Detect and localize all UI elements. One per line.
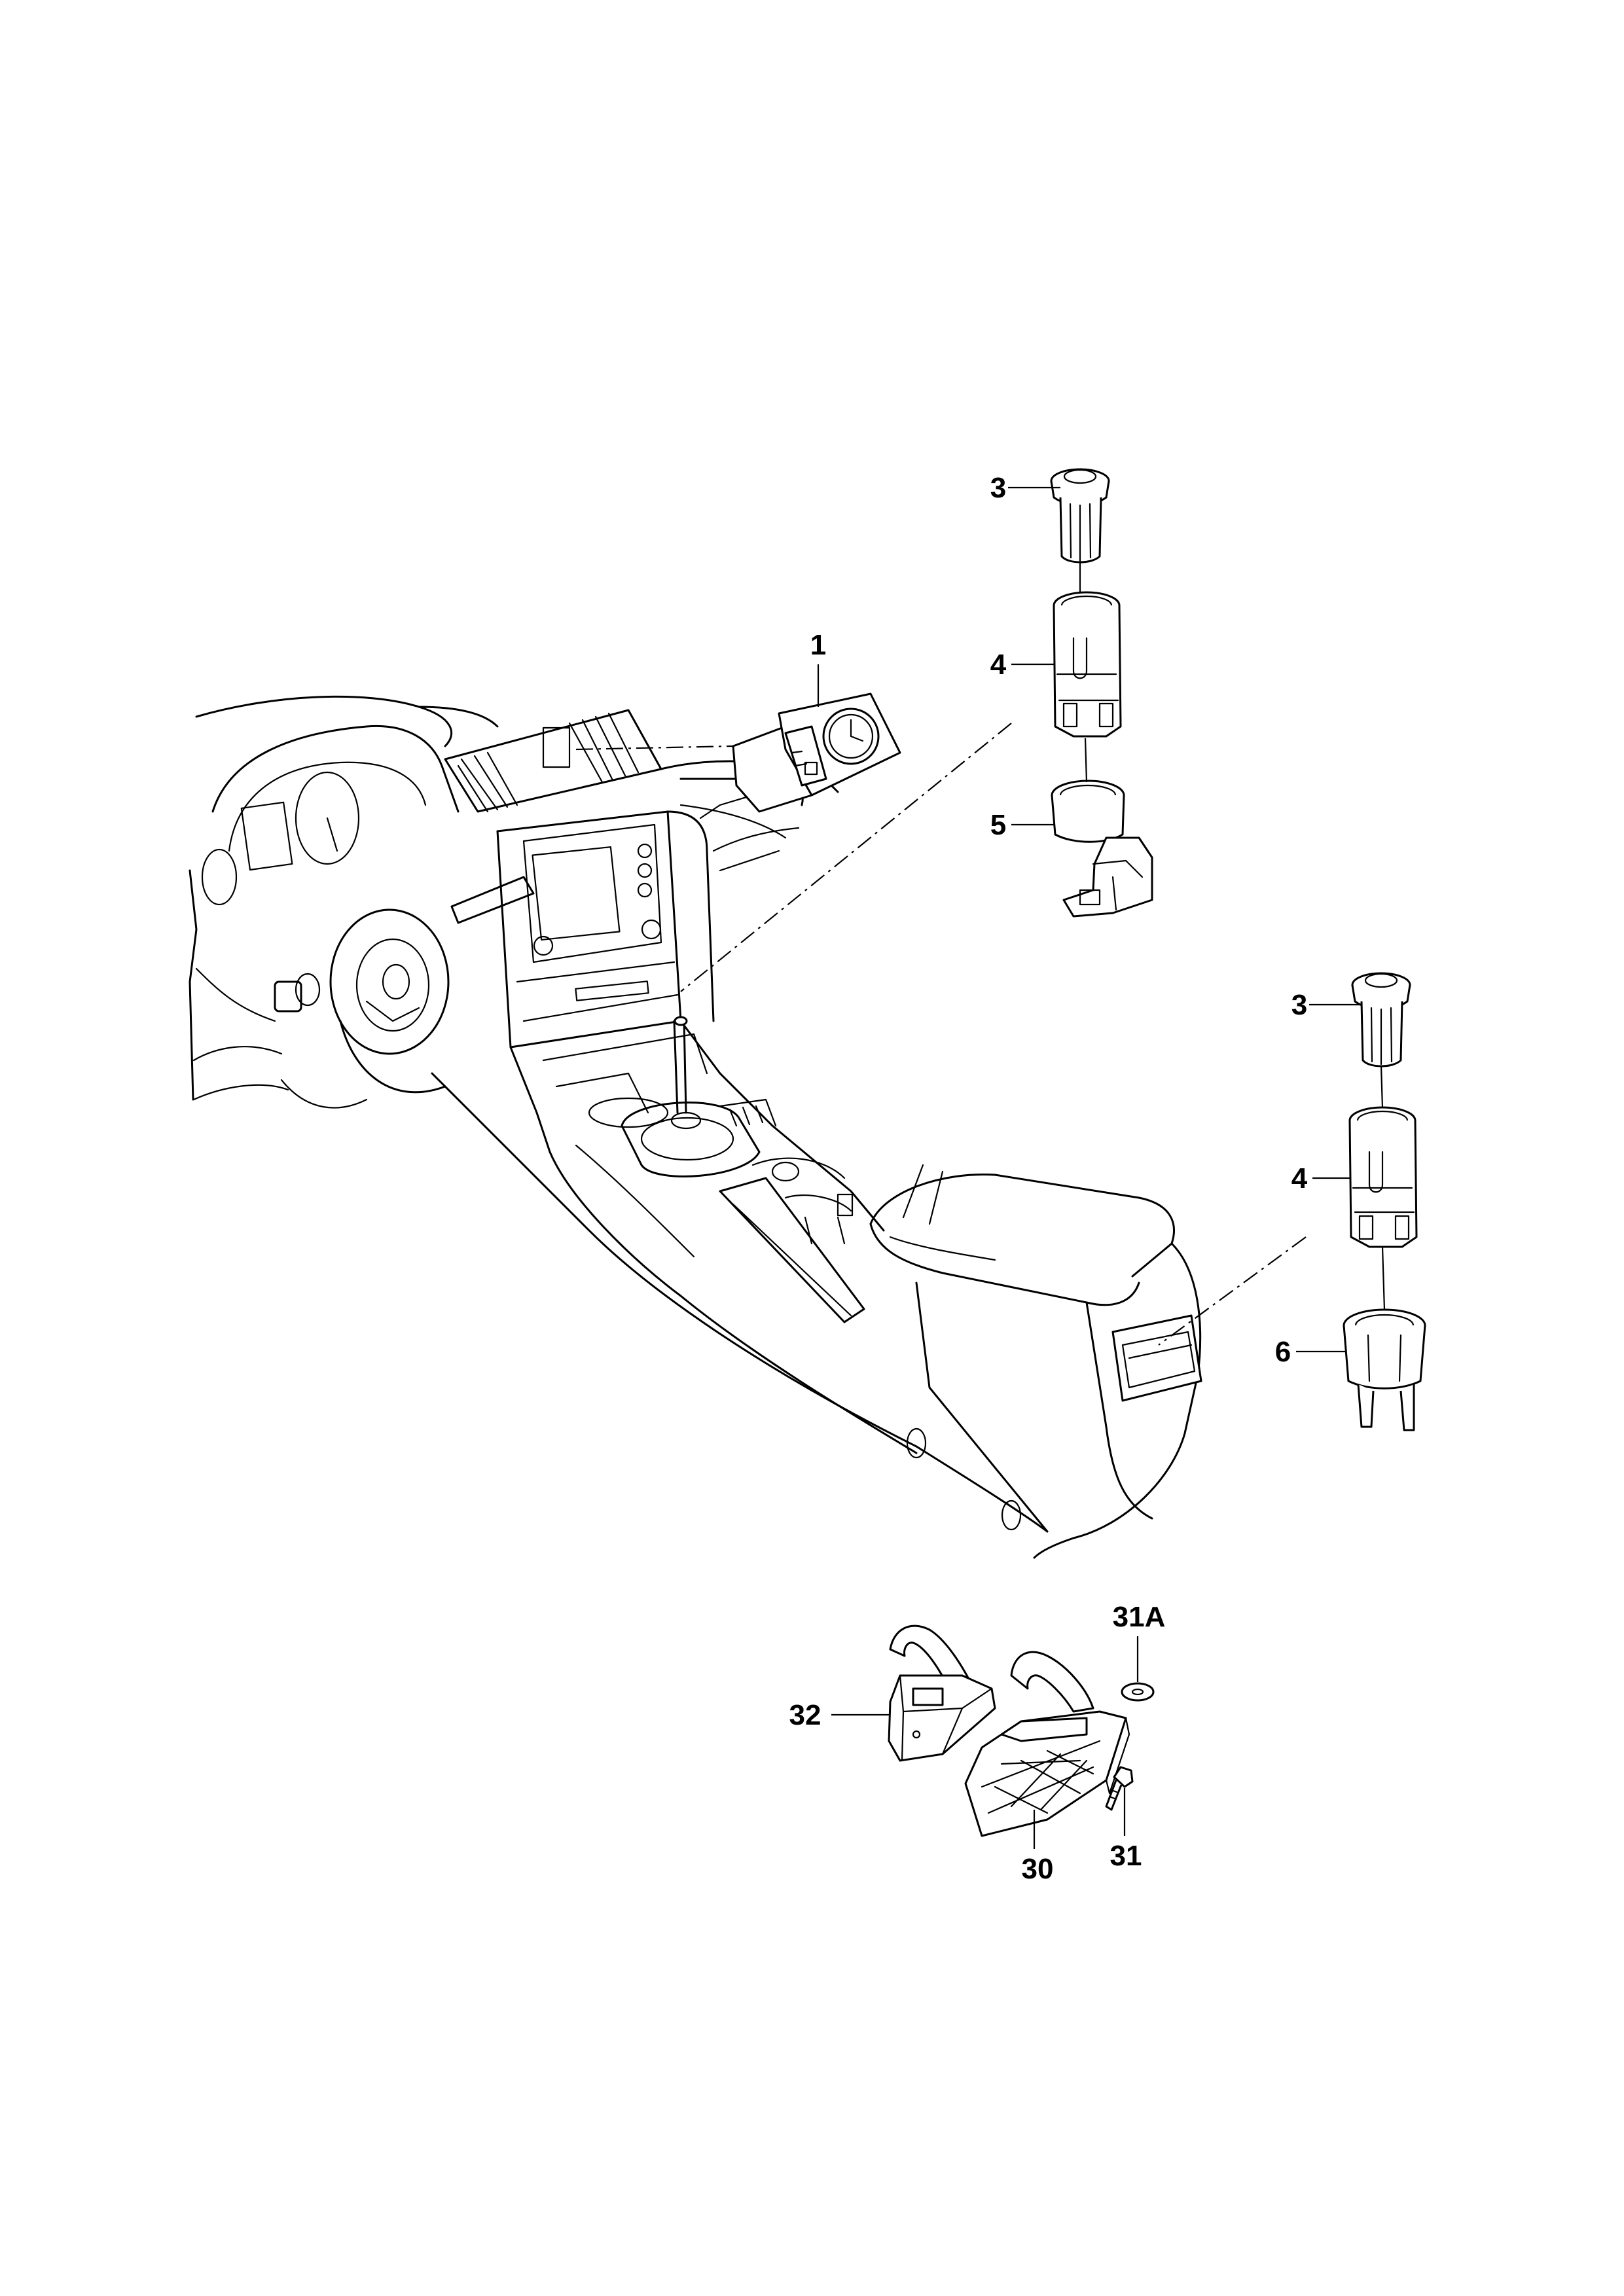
- lighter-socket-icon: [1053, 591, 1122, 738]
- lighter-element-icon: [1050, 468, 1110, 564]
- callout-30: 30: [1022, 1853, 1054, 1885]
- callout-31: 31: [1110, 1840, 1142, 1872]
- callout-3-upper: 3: [990, 472, 1006, 504]
- dashboard-console-drawing: [189, 695, 1202, 1559]
- callout-4-upper: 4: [990, 649, 1007, 681]
- ashtray-insert-icon: [964, 1651, 1130, 1837]
- lighter-element-icon: [1351, 972, 1411, 1067]
- centerline-part-1: [575, 745, 734, 751]
- centerline-part-5: [680, 723, 1012, 992]
- socket-ring-icon: [1343, 1308, 1426, 1431]
- axis-line-upper: [1079, 560, 1088, 783]
- callout-32: 32: [789, 1699, 821, 1731]
- callout-5: 5: [990, 809, 1006, 841]
- centerline-part-6: [1158, 1236, 1307, 1346]
- callout-31a: 31A: [1113, 1601, 1166, 1633]
- screw-icon: [1105, 1766, 1134, 1811]
- callout-4-lower: 4: [1291, 1162, 1308, 1194]
- callout-1: 1: [810, 629, 826, 661]
- washer-icon: [1121, 1682, 1155, 1702]
- callout-3-lower: 3: [1291, 989, 1307, 1021]
- axis-line-lower: [1380, 1065, 1386, 1310]
- callout-6: 6: [1275, 1336, 1291, 1368]
- socket-holder-icon: [1051, 780, 1153, 918]
- clock-icon: [732, 692, 901, 813]
- ashtray-insert-icon: [888, 1624, 996, 1762]
- lighter-socket-icon: [1348, 1106, 1418, 1248]
